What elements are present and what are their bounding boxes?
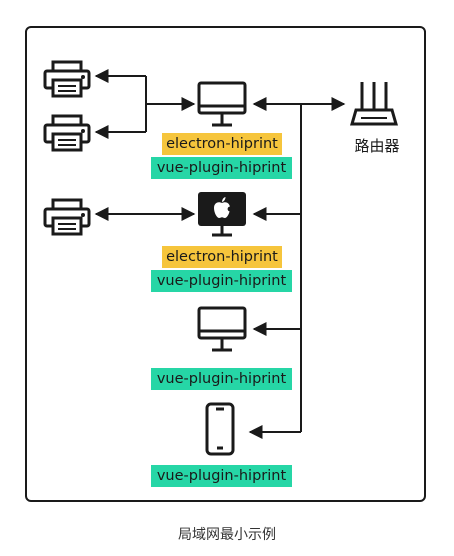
- router-label: 路由器: [354, 137, 400, 155]
- monitor-icon: [197, 81, 247, 127]
- apple-monitor-icon: [198, 192, 246, 237]
- electron-label: electron-hiprint: [162, 246, 282, 268]
- vue-label: vue-plugin-hiprint: [151, 465, 292, 487]
- electron-label: electron-hiprint: [162, 133, 282, 155]
- phone-icon: [205, 402, 235, 456]
- vue-label: vue-plugin-hiprint: [151, 368, 292, 390]
- monitor-icon: [197, 306, 247, 352]
- vue-label: vue-plugin-hiprint: [151, 270, 292, 292]
- printer-icon: [43, 114, 91, 152]
- printer-icon: [43, 198, 91, 236]
- diagram-frame: [25, 26, 426, 502]
- printer-icon: [43, 60, 91, 98]
- router-icon: [350, 82, 398, 126]
- diagram-caption: 局域网最小示例: [178, 527, 276, 543]
- vue-label: vue-plugin-hiprint: [151, 157, 292, 179]
